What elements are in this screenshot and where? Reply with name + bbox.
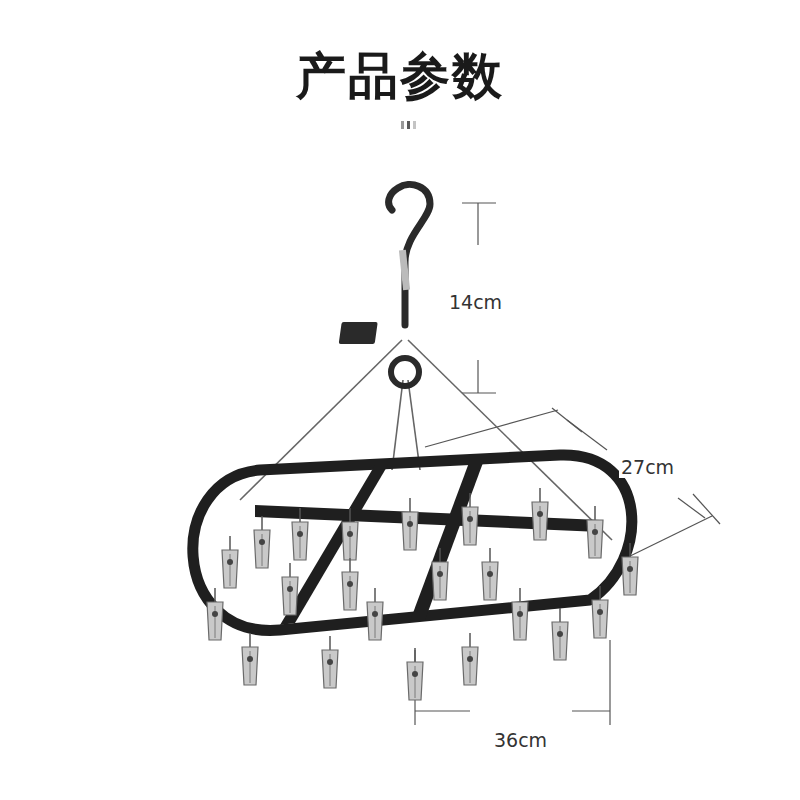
clothes-clip [532,488,548,540]
clothes-clip [432,548,448,600]
clothes-clip [407,648,423,700]
clothes-clip [482,548,498,600]
clips [207,488,638,700]
clothes-clip [552,608,568,660]
clothes-clip [242,633,258,685]
clothes-clip [622,543,638,595]
clothes-clip [587,506,603,558]
clothes-clip [512,588,528,640]
clothes-clip [462,633,478,685]
dimension-label: 36cm [492,729,549,751]
hanger-wires [240,340,612,540]
clothes-clip [402,498,418,550]
clothes-clip [342,508,358,560]
clothes-clip [322,636,338,688]
clothes-clip [292,508,308,560]
crossbar [410,460,484,621]
clothes-clip [254,516,270,568]
hanger-frame [193,455,632,631]
title-decoration [401,121,416,129]
clothes-clip [462,493,478,545]
clothes-clip [282,563,298,615]
hook [339,185,430,386]
clothes-clip [367,588,383,640]
clothes-clip [342,558,358,610]
dimension-label: 14cm [447,291,504,313]
clothes-clip [592,586,608,638]
clothes-clip [207,588,223,640]
page-title: 产品参数 [296,43,504,110]
dimension-label: 27cm [619,456,676,478]
clothes-clip [222,536,238,588]
